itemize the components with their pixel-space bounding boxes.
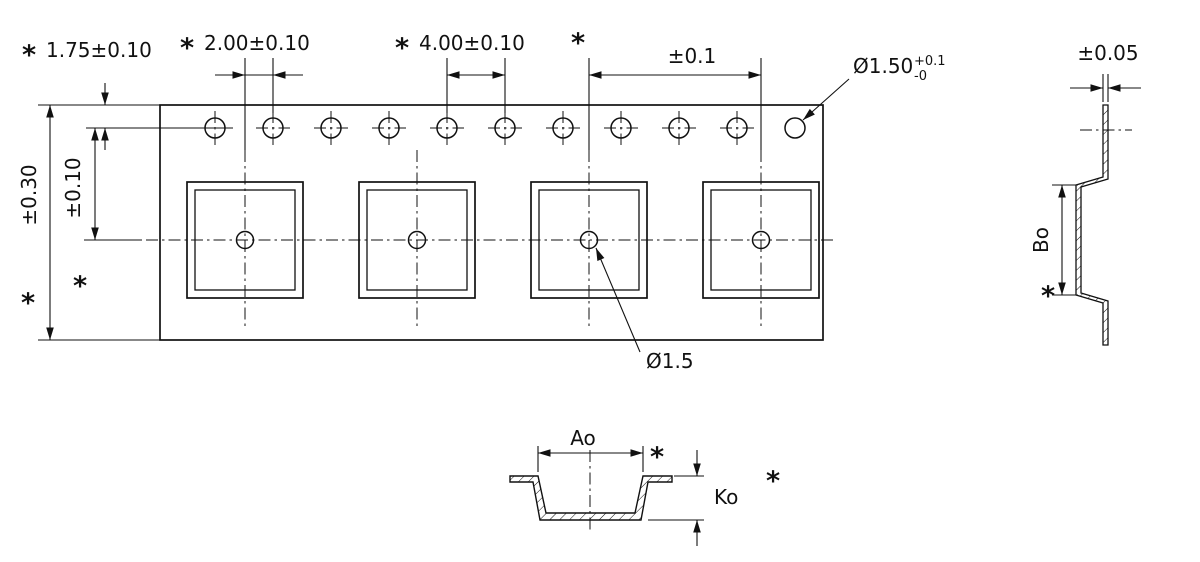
asterisk-mark: * <box>21 288 35 319</box>
sprocket-hole-callout <box>784 117 806 139</box>
asterisk-mark: * <box>395 33 409 64</box>
sprocket-hole <box>371 110 407 146</box>
sprocket-hole <box>197 110 233 146</box>
callout-pocket-hole-dia: Ø1.5 <box>595 247 694 373</box>
section-view-pocket: Ao * Ko * <box>509 426 780 546</box>
tape-outline <box>159 104 824 341</box>
dim-edge-to-sprocket: * 1.75±0.10 <box>22 38 152 150</box>
dim-sprocket-pitch: * 4.00±0.10 <box>395 31 525 113</box>
sprocket-hole <box>603 110 639 146</box>
sprocket-hole <box>545 110 581 146</box>
asterisk-mark: * <box>22 40 36 71</box>
sprocket-hole <box>719 110 755 146</box>
top-view-carrier-tape <box>38 104 836 341</box>
sprocket-hole <box>313 110 349 146</box>
sprocket-hole-dia-label: Ø1.50 <box>853 54 913 78</box>
sprocket-hole <box>429 110 465 146</box>
dim-ko-label: Ko <box>714 485 738 509</box>
dim-sprocket-to-pocket: * 2.00±0.10 <box>180 31 310 150</box>
dim-centerline-tolerance: ±0.10 * <box>61 128 142 302</box>
dim-sprocket-pitch-label: 4.00±0.10 <box>419 31 525 55</box>
sprocket-hole <box>255 110 291 146</box>
asterisk-mark: * <box>73 271 87 302</box>
dim-pocket-pitch-tolerance: * ±0.1 <box>571 28 762 150</box>
dim-tape-width-tolerance: ±0.30 * <box>17 105 54 340</box>
asterisk-mark: * <box>1041 281 1055 312</box>
asterisk-mark: * <box>180 33 194 64</box>
dim-pocket-depth: Ko * <box>648 450 780 546</box>
pocket-section-profile <box>509 475 673 521</box>
asterisk-mark: * <box>571 28 585 59</box>
sprocket-hole <box>661 110 697 146</box>
dim-centerline-tol-label: ±0.10 <box>61 157 85 218</box>
dim-pocket-width-side: Bo * <box>1029 184 1078 312</box>
dim-thickness-tolerance: ±0.05 <box>1070 41 1141 102</box>
dim-edge-to-sprocket-label: 1.75±0.10 <box>46 38 152 62</box>
sprocket-hole-tol-minus: -0 <box>914 69 927 84</box>
dim-thickness-tol-label: ±0.05 <box>1077 41 1138 65</box>
dim-pocket-pitch-tol-label: ±0.1 <box>668 44 717 68</box>
dim-pocket-width-bottom: Ao * <box>537 426 664 473</box>
sprocket-hole-tol-plus: +0.1 <box>914 54 946 69</box>
dim-ao-label: Ao <box>570 426 596 450</box>
asterisk-mark: * <box>766 466 780 497</box>
dim-sprocket-to-pocket-label: 2.00±0.10 <box>204 31 310 55</box>
dim-bo-label: Bo <box>1029 227 1053 253</box>
dim-tape-width-tol-label: ±0.30 <box>17 164 41 225</box>
callout-sprocket-hole-dia: Ø1.50 +0.1 -0 <box>802 54 946 121</box>
asterisk-mark: * <box>650 442 664 473</box>
sprocket-hole <box>487 110 523 146</box>
pocket-hole-dia-label: Ø1.5 <box>646 349 694 373</box>
side-profile <box>1075 104 1109 346</box>
side-view-tape: ±0.05 Bo * <box>1029 41 1141 346</box>
